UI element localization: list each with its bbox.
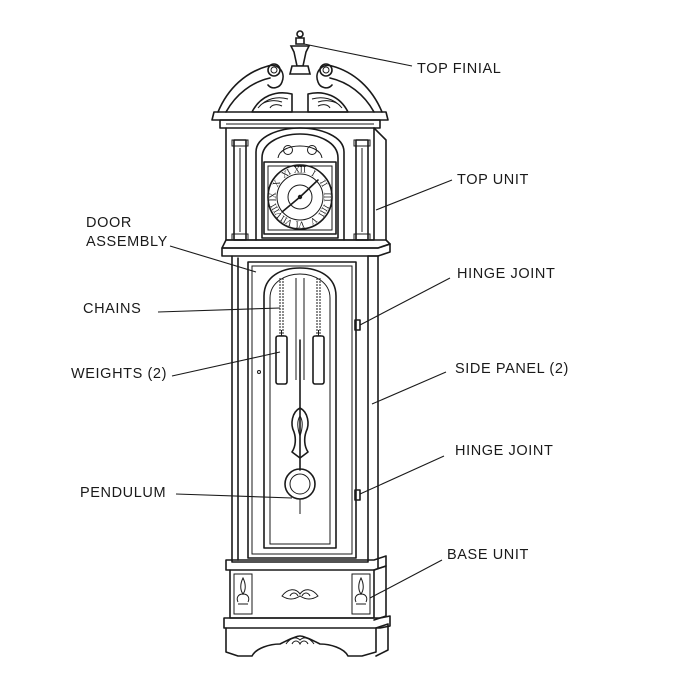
dial-numeral: XI: [280, 168, 292, 180]
leader-hinge-lower: [359, 455, 445, 495]
dial-numeral: VI: [296, 220, 306, 229]
label-pendulum: PENDULUM: [80, 485, 167, 501]
leader-top-unit: [375, 179, 453, 211]
pendulum: [284, 339, 316, 514]
label-hinge-joint-lower: HINGE JOINT: [455, 443, 554, 459]
leader-chains: [157, 307, 281, 313]
base-unit: [223, 555, 391, 657]
chains: [279, 278, 321, 380]
label-chains: CHAINS: [83, 301, 142, 317]
leader-door-assembly: [169, 245, 257, 273]
label-door: DOOR: [86, 215, 132, 231]
leader-hinge-upper: [359, 277, 451, 326]
leader-weights: [171, 351, 281, 377]
label-side-panel: SIDE PANEL (2): [455, 361, 569, 377]
hood-base-molding: [221, 239, 391, 257]
top-finial: [288, 30, 312, 75]
dial-numeral: II: [318, 179, 329, 189]
leader-top-finial: [303, 43, 413, 67]
dial-numeral: IIII: [316, 203, 330, 218]
dial-numeral: I: [310, 169, 317, 178]
label-base-unit: BASE UNIT: [447, 547, 529, 563]
weights: [275, 330, 325, 385]
dial-numeral: III: [323, 192, 332, 201]
dial-numeral: X: [271, 179, 282, 189]
dial-numeral: V: [309, 215, 320, 226]
leader-base-unit: [369, 559, 443, 599]
label-top-finial: TOP FINIAL: [417, 61, 502, 77]
label-assembly: ASSEMBLY: [86, 234, 168, 250]
label-weights: WEIGHTS (2): [71, 366, 168, 382]
leader-lines: [157, 43, 453, 599]
dial-numeral: IX: [269, 192, 278, 201]
label-hinge-joint-upper: HINGE JOINT: [457, 266, 556, 282]
label-top-unit: TOP UNIT: [457, 172, 529, 188]
leader-pendulum: [175, 493, 293, 499]
door-assembly: [231, 255, 379, 569]
leader-side-panel: [371, 371, 447, 405]
top-unit: [211, 63, 389, 241]
dial-numeral: XII: [294, 166, 306, 175]
